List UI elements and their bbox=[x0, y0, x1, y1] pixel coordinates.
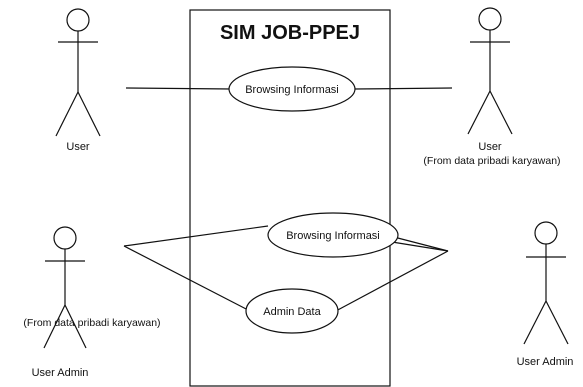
actor-user-label: User bbox=[66, 141, 90, 153]
association-admin-right-browsing-2 bbox=[391, 241, 449, 252]
association-admin-left-admindata bbox=[123, 245, 251, 312]
system-title: SIM JOB-PPEJ bbox=[220, 22, 360, 44]
actor-user-admin-left-note: (From data pribadi karyawan) bbox=[23, 317, 160, 329]
association-admin-right-admindata bbox=[333, 250, 449, 313]
system-boundary bbox=[189, 9, 391, 387]
association-user-right-browsing bbox=[353, 87, 453, 90]
use-case-admin-data bbox=[245, 288, 339, 334]
use-case-browsing-informasi-top-label: Browsing Informasi bbox=[245, 84, 339, 96]
use-case-browsing-informasi-bottom bbox=[267, 212, 399, 258]
actor-user-admin-left bbox=[43, 226, 87, 349]
actor-user-right-note: (From data pribadi karyawan) bbox=[423, 155, 560, 167]
association-admin-left-browsing bbox=[123, 225, 269, 247]
actor-user-right-label: User bbox=[478, 141, 502, 153]
use-case-browsing-informasi-bottom-label: Browsing Informasi bbox=[286, 230, 380, 242]
use-case-browsing-informasi-top bbox=[228, 66, 356, 112]
actor-user-admin-left-label: User Admin bbox=[32, 367, 89, 379]
association-admin-right-browsing bbox=[389, 235, 449, 252]
use-case-admin-data-label: Admin Data bbox=[263, 306, 321, 318]
actor-user-admin-right-label: User Admin bbox=[517, 356, 574, 368]
actor-user-top-left bbox=[55, 8, 101, 137]
association-user-browsing bbox=[125, 87, 233, 90]
actor-user-admin-right bbox=[523, 221, 569, 345]
actor-user-top-right bbox=[467, 7, 513, 135]
